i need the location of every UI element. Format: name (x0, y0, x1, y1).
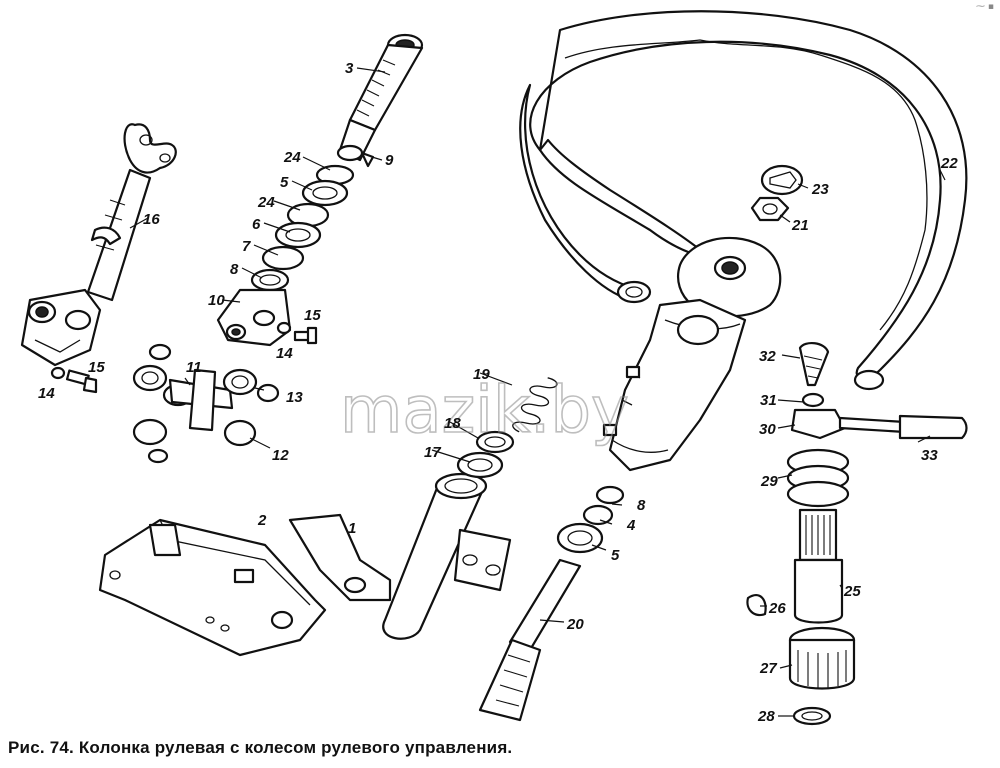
callout-14-left: 14 (38, 385, 55, 402)
callout-20: 20 (566, 616, 584, 633)
callout-14-upper: 14 (276, 345, 293, 362)
callout-22: 22 (940, 155, 958, 172)
column-tube (288, 472, 512, 640)
callout-29: 29 (760, 473, 778, 490)
callout-26: 26 (768, 600, 786, 617)
callout-19: 19 (473, 366, 490, 383)
mounting-bracket (98, 518, 327, 657)
callout-25: 25 (843, 583, 861, 600)
callout-17: 17 (424, 444, 441, 461)
bolt-left (50, 366, 98, 394)
figure-caption: Рис. 74. Колонка рулевая с колесом рулев… (8, 738, 513, 757)
callout-3: 3 (345, 60, 354, 77)
callout-18: 18 (444, 415, 461, 432)
exploded-diagram: mazik.by 1 2 3 4 5 5 6 7 8 8 9 10 11 12 … (20, 10, 968, 726)
cardan-shaft (20, 123, 177, 367)
callout-7: 7 (242, 238, 251, 255)
universal-joint-cross (132, 343, 280, 464)
callout-15-left: 15 (88, 359, 105, 376)
callout-5-upper: 5 (280, 174, 289, 191)
callout-12: 12 (272, 447, 289, 464)
callout-6: 6 (252, 216, 261, 233)
callout-8-upper: 8 (230, 261, 239, 278)
wheel-hub-column (602, 298, 747, 472)
callout-31: 31 (760, 392, 777, 409)
callout-2: 2 (257, 512, 267, 529)
callout-24-top: 24 (283, 149, 301, 166)
callout-30: 30 (759, 421, 776, 438)
callout-8-lower: 8 (637, 497, 646, 514)
callout-33: 33 (921, 447, 938, 464)
callout-5-lower: 5 (611, 547, 620, 564)
callout-9: 9 (385, 152, 394, 169)
leader-lines (129, 67, 946, 717)
callout-11: 11 (186, 359, 202, 376)
steering-wheel (519, 10, 968, 391)
splined-shaft (336, 33, 424, 162)
callout-15-upper: 15 (304, 307, 321, 324)
watermark-text: mazik.by (340, 374, 629, 448)
corner-mark: ⁓ ▪ (976, 2, 994, 12)
lower-shaft (478, 485, 625, 722)
callout-23: 23 (811, 181, 829, 198)
callout-numbers: 1 2 3 4 5 5 6 7 8 8 9 10 11 12 13 14 14 … (38, 60, 958, 725)
bearing-stack (216, 151, 375, 347)
callout-16: 16 (143, 211, 160, 228)
callout-28: 28 (757, 708, 775, 725)
turn-signal-parts (746, 342, 968, 726)
horn-button (750, 164, 804, 222)
callout-10: 10 (208, 292, 225, 309)
callout-24-mid: 24 (257, 194, 275, 211)
callout-27: 27 (759, 660, 777, 677)
callout-1: 1 (348, 520, 356, 537)
callout-32: 32 (759, 348, 776, 365)
callout-4: 4 (626, 517, 636, 534)
spring-assembly (456, 377, 558, 479)
callout-21: 21 (791, 217, 809, 234)
callout-13: 13 (286, 389, 303, 406)
bolt-upper (276, 321, 318, 345)
